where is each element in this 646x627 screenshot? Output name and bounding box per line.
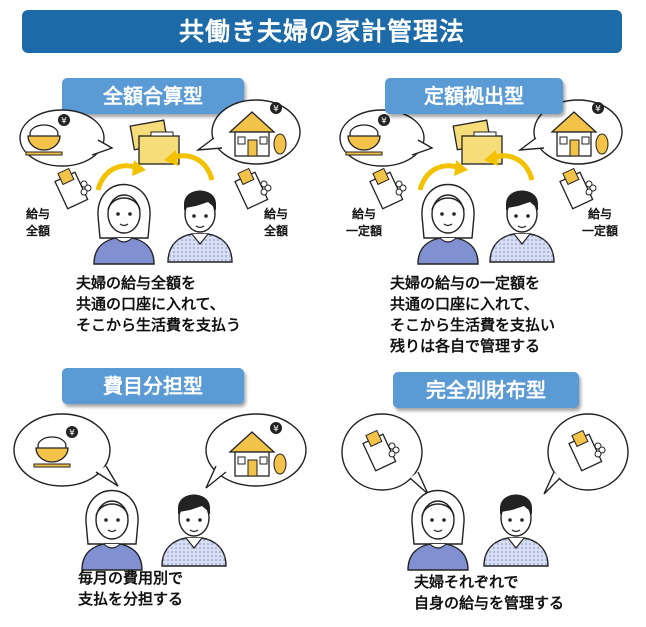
curved-arrow-icon <box>484 150 532 180</box>
husband-figure <box>489 189 555 263</box>
pay-envelope-icon <box>369 167 407 210</box>
q1-right-label: 給与全額 <box>264 207 289 238</box>
q3-caption: 毎月の費用別で 支払を分担する <box>78 569 184 608</box>
q4-envelope-bubble-left <box>341 413 429 495</box>
q2-right-label: 給与一定額 <box>582 207 619 238</box>
wife-figure <box>93 183 155 265</box>
q2-house-bubble <box>517 99 623 165</box>
badge-separate-wallets: 完全別財布型 <box>393 372 579 408</box>
q1-rice-bubble <box>19 109 114 167</box>
curved-arrow-icon <box>164 150 212 180</box>
husband-figure <box>161 493 227 567</box>
pay-envelope-icon <box>234 167 272 210</box>
q1-house-bubble <box>195 99 301 165</box>
badge-fixed-contribution: 定額拠出型 <box>385 78 563 114</box>
q2-caption: 夫婦の給与の一定額を 共通の口座に入れて、 そこから生活費を支払い 残りは各自で… <box>390 274 556 355</box>
q1-left-label: 給与全額 <box>26 207 51 238</box>
q2-left-label: 給与一定額 <box>346 207 383 238</box>
q3-house-bubble <box>205 413 307 489</box>
pay-envelope-icon <box>54 167 92 210</box>
badge-full-pooling: 全額合算型 <box>62 78 244 114</box>
husband-figure <box>483 493 549 567</box>
badge-expense-split: 費目分担型 <box>62 368 244 404</box>
q1-caption: 夫婦の給与全額を 共通の口座に入れて、 そこから生活費を支払う <box>76 274 242 334</box>
husband-figure <box>167 189 233 263</box>
wife-figure <box>417 183 479 265</box>
wife-figure <box>81 489 143 571</box>
page-title: 共働き夫婦の家計管理法 <box>22 10 622 53</box>
q2-rice-bubble <box>339 109 434 167</box>
wife-figure <box>407 489 469 571</box>
q3-rice-bubble <box>13 413 119 487</box>
q4-envelope-bubble-right <box>543 413 629 495</box>
q4-caption: 夫婦それぞれで 自身の給与を管理する <box>414 573 565 612</box>
pay-envelope-icon <box>559 167 597 210</box>
